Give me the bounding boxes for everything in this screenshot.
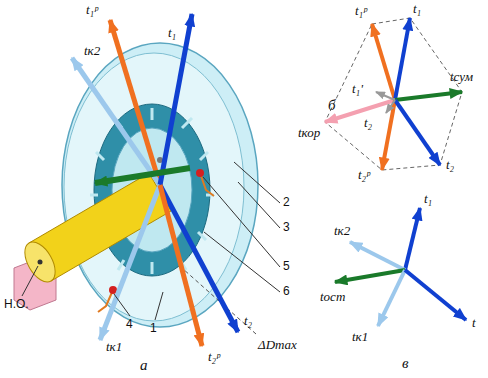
vector-label: tк2 (84, 44, 100, 58)
vector-label: tк1 (352, 330, 368, 344)
callout-number: 3 (283, 221, 290, 234)
vector-label: t₁' (352, 82, 363, 96)
line-shape (160, 185, 202, 346)
line-shape (110, 20, 160, 185)
line-shape (114, 294, 130, 316)
g-shape (14, 14, 280, 346)
g-shape (335, 208, 466, 326)
line-shape (378, 270, 405, 326)
line-shape (238, 182, 280, 228)
line-shape (72, 58, 160, 185)
line-shape (350, 242, 405, 270)
vector-label: tк2 (334, 224, 350, 238)
line-shape (90, 194, 98, 197)
circle-shape (196, 169, 204, 177)
line-shape (395, 100, 440, 165)
line-shape (96, 152, 104, 160)
line-shape (95, 168, 190, 183)
g-shape (325, 18, 462, 170)
callout-number: 1 (150, 322, 157, 335)
line-shape (151, 108, 154, 120)
panel-letter: в (402, 356, 409, 372)
vector-label: t₁ᵖ (355, 4, 367, 18)
path-shape (200, 173, 214, 196)
vector-label: t₁ᵖ (86, 3, 98, 17)
line-shape (155, 292, 163, 320)
callout-number: 6 (283, 285, 290, 298)
vector-label: tк1 (106, 340, 122, 354)
panel-letter: а (140, 358, 148, 374)
vector-label: tсум (450, 70, 473, 84)
line-shape (160, 14, 192, 185)
line-shape (22, 266, 38, 296)
vector-label: t₁ (413, 2, 421, 16)
line-shape (118, 260, 124, 270)
g-shape (22, 162, 280, 320)
line-shape (234, 162, 280, 203)
vector-label: t₁ (424, 192, 432, 206)
line-shape (203, 177, 280, 267)
polygon-shape (325, 18, 462, 170)
line-shape (395, 92, 462, 100)
vector-label: t₁ (168, 26, 176, 40)
line-shape (160, 185, 238, 332)
line-shape (335, 270, 405, 282)
callout-number: 4 (126, 318, 133, 331)
callout-number: 2 (283, 196, 290, 209)
line-shape (382, 100, 395, 170)
vector-label: t₂ (244, 314, 252, 328)
callout-number: Н.О. (4, 298, 29, 311)
line-shape (200, 152, 208, 160)
ellipse-shape (19, 237, 62, 287)
line-shape (405, 270, 466, 320)
vector-label: t (472, 316, 476, 330)
dimension-label: ΔDmax (258, 338, 297, 352)
vector-label: t₂ᵖ (208, 350, 220, 364)
line-shape (204, 232, 280, 292)
line-shape (151, 262, 154, 274)
line-shape (386, 100, 395, 113)
line-shape (395, 18, 410, 100)
vector-label: t₂ (446, 158, 454, 172)
line-shape (372, 24, 395, 100)
vector-label: tкор (298, 126, 320, 140)
line-shape (100, 185, 160, 340)
callout-number: 5 (283, 260, 290, 273)
line-shape (405, 208, 420, 270)
line-shape (376, 92, 395, 100)
line-shape (182, 118, 192, 128)
vector-label: t₂ᵖ (358, 168, 370, 182)
panel-letter: б (328, 98, 336, 114)
circle-shape (38, 260, 43, 265)
vector-label: t₂ (364, 116, 372, 130)
vector-label: tост (320, 290, 345, 304)
